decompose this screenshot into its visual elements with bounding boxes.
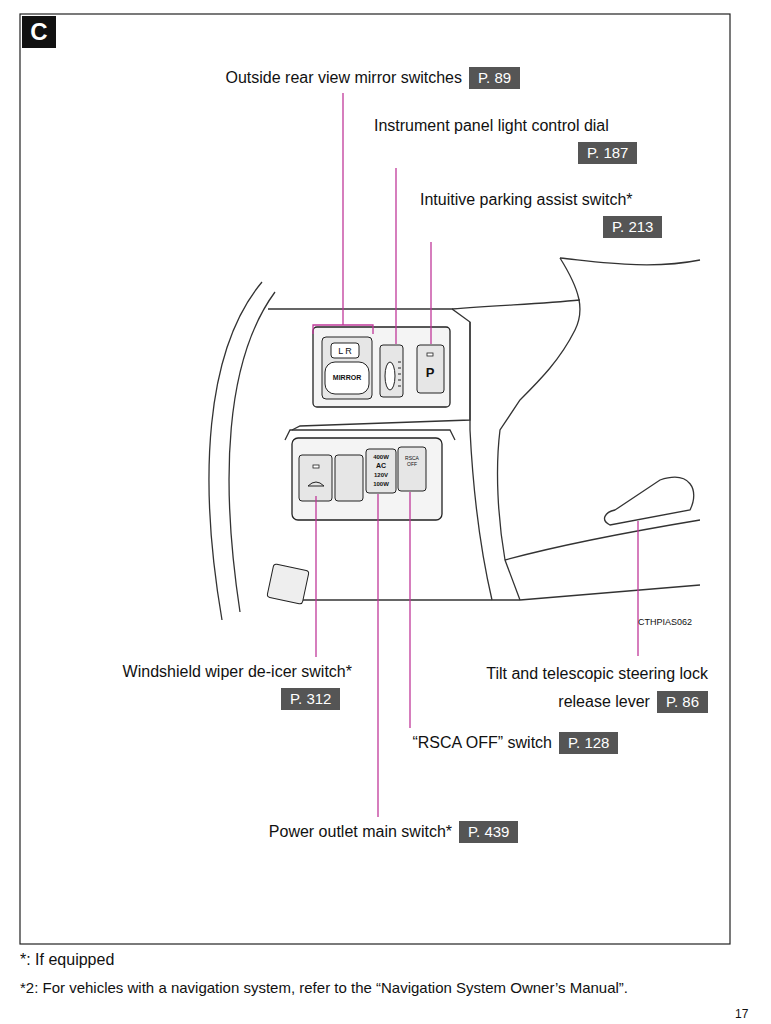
page-ref: P. 213: [603, 216, 662, 238]
switch-text: MIRROR: [333, 374, 361, 382]
footnote: *: If equipped: [20, 950, 114, 970]
page-ref: P. 187: [578, 142, 637, 164]
part-label: Intuitive parking assist switch*: [420, 190, 633, 210]
part-label: Instrument panel light control dial: [374, 116, 609, 136]
lower-switch-panel: [267, 438, 442, 604]
figure-code: CTHPIAS062: [638, 612, 692, 632]
part-label: Windshield wiper de-icer switch*: [123, 662, 352, 682]
part-label: Outside rear view mirror switches: [226, 68, 463, 88]
switch-text: L R: [338, 346, 352, 356]
footnote: *2: For vehicles with a navigation syste…: [20, 978, 628, 998]
page-ref: P. 89: [469, 67, 520, 89]
switch-text: 100W: [373, 481, 389, 488]
page-ref: P. 128: [559, 732, 618, 754]
section-letter: C: [22, 16, 56, 48]
page-ref: P. 439: [459, 821, 518, 843]
page-ref: P. 86: [657, 691, 708, 713]
upper-switch-panel: [313, 327, 450, 407]
page-number: 17: [735, 1004, 748, 1024]
page-ref: P. 312: [281, 688, 340, 710]
switch-text: 400W: [373, 454, 389, 461]
part-label: “RSCA OFF” switch: [412, 733, 552, 753]
switch-text: 120V: [374, 472, 388, 479]
switch-text: AC: [376, 462, 386, 470]
switch-text: RSCA OFF: [402, 455, 422, 467]
page-frame: [20, 14, 730, 944]
dash-outline: [209, 258, 700, 620]
label-group: Tilt and telescopic steering lock releas…: [436, 660, 708, 716]
switch-text: P: [426, 366, 435, 380]
part-label: Power outlet main switch*: [269, 822, 452, 842]
